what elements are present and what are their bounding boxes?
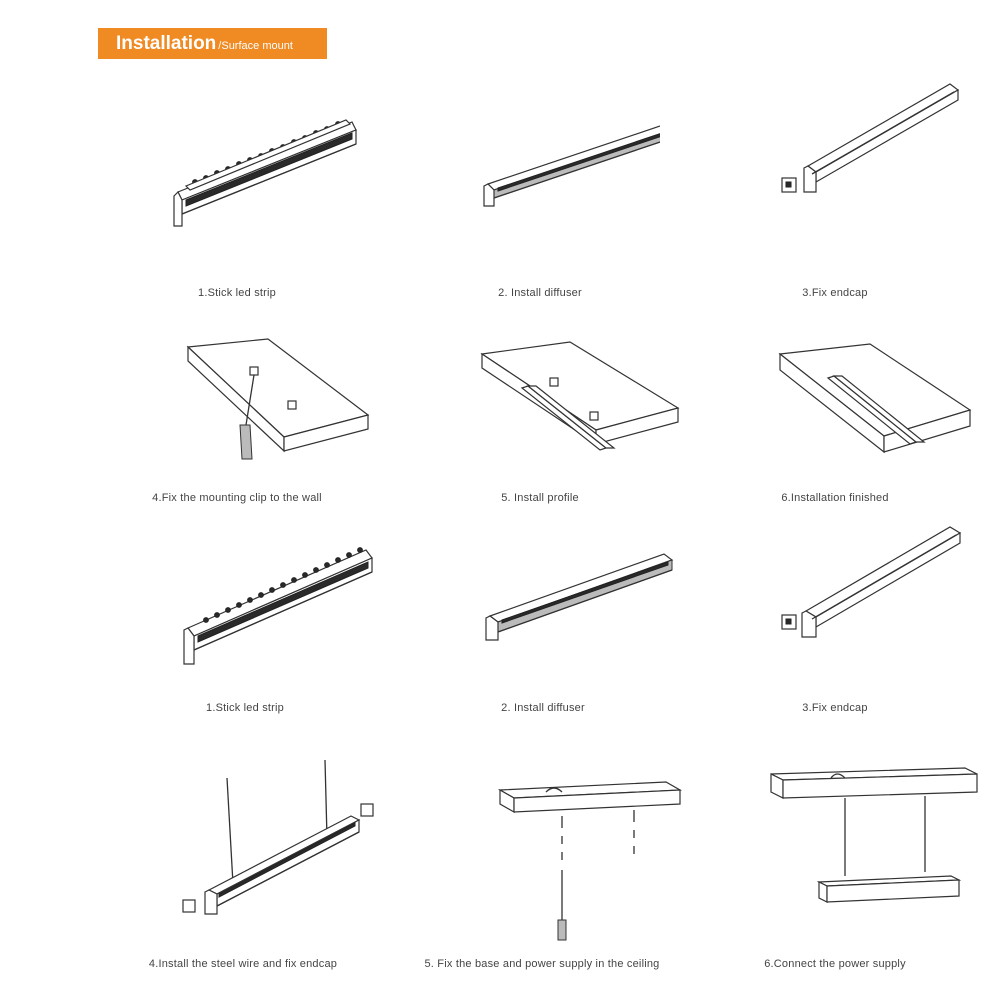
illustration-fix-endcap-pendant — [730, 515, 1000, 645]
illustration-install-diffuser — [400, 100, 700, 220]
header-subtitle: /Surface mount — [218, 39, 293, 52]
illustration-connect-power-supply — [725, 758, 1000, 908]
illustration-install-diffuser-pendant — [440, 540, 740, 650]
illustration-install-profile — [430, 330, 730, 470]
header-title: Installation — [116, 32, 217, 54]
illustration-installation-finished — [730, 330, 1000, 470]
illustration-install-steel-wire — [130, 760, 430, 930]
illustration-fix-base-power-supply — [440, 770, 740, 950]
step-caption: 6.Connect the power supply — [764, 958, 906, 970]
illustration-stick-led-strip — [120, 100, 420, 240]
step-caption: 5. Fix the base and power supply in the … — [424, 958, 660, 970]
illustration-fix-mounting-clip — [130, 325, 430, 475]
illustration-stick-led-strip-pendant — [130, 530, 430, 670]
step-caption: 3.Fix endcap — [802, 287, 868, 299]
step-caption: 2. Install diffuser — [498, 287, 582, 299]
step-caption: 4.Fix the mounting clip to the wall — [152, 492, 322, 504]
step-caption: 5. Install profile — [501, 492, 579, 504]
step-caption: 3.Fix endcap — [802, 702, 868, 714]
step-caption: 1.Stick led strip — [198, 287, 276, 299]
illustration-fix-endcap — [720, 70, 1000, 210]
step-caption: 1.Stick led strip — [206, 702, 284, 714]
step-caption: 6.Installation finished — [781, 492, 889, 504]
step-caption: 4.Install the steel wire and fix endcap — [148, 958, 338, 970]
step-caption: 2. Install diffuser — [501, 702, 585, 714]
section-header: Installation /Surface mount — [98, 28, 327, 59]
